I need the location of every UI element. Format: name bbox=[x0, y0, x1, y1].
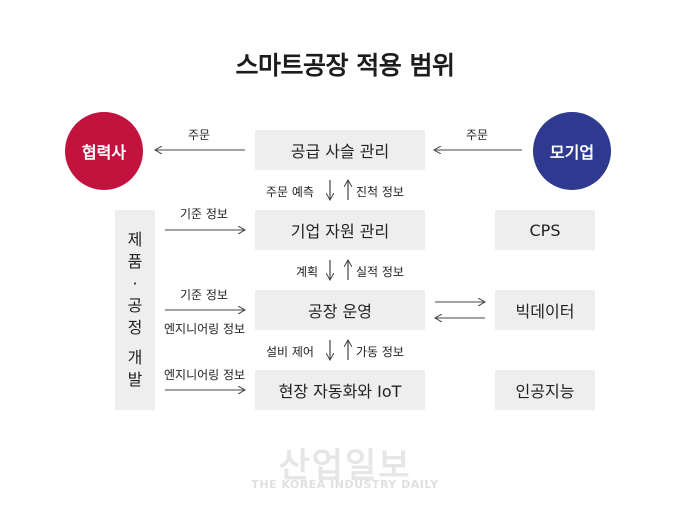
standard-info-label-1: 기준 정보 bbox=[180, 207, 228, 221]
erp-box: 기업 자원 관리 bbox=[255, 210, 425, 250]
product-dev-char: 개 bbox=[127, 348, 143, 367]
partner-node: 협력사 bbox=[65, 112, 143, 190]
ai-box: 인공지능 bbox=[495, 370, 595, 410]
diagram-title: 스마트공장 적용 범위 bbox=[235, 51, 455, 80]
progress-info-label: 진척 정보 bbox=[356, 185, 404, 199]
product-dev-box: 제 품 · 공 정 개 발 bbox=[115, 210, 155, 410]
order-label-right: 주문 bbox=[466, 128, 489, 142]
product-dev-char: · bbox=[132, 274, 138, 293]
order-label-left: 주문 bbox=[188, 128, 211, 142]
operation-info-label: 가동 정보 bbox=[356, 345, 404, 359]
parent-company-node: 모기업 bbox=[533, 112, 611, 190]
product-dev-char: 공 bbox=[127, 296, 143, 315]
product-dev-char: 제 bbox=[127, 230, 143, 249]
factory-ops-box: 공장 운영 bbox=[255, 290, 425, 330]
engineering-info-label-1: 엔지니어링 정보 bbox=[164, 322, 246, 336]
standard-info-label-2: 기준 정보 bbox=[180, 288, 228, 302]
demand-forecast-label: 주문 예측 bbox=[266, 185, 314, 199]
watermark-subtitle: THE KOREA INDUSTRY DAILY bbox=[251, 478, 439, 491]
product-dev-char: 품 bbox=[127, 252, 143, 271]
product-dev-char: 정 bbox=[127, 318, 143, 337]
engineering-info-label-2: 엔지니어링 정보 bbox=[164, 368, 246, 382]
plan-label: 계획 bbox=[296, 265, 319, 279]
big-data-box: 빅데이터 bbox=[495, 290, 595, 330]
equipment-control-label: 설비 제어 bbox=[266, 345, 314, 359]
watermark-logo: 산업일보 bbox=[278, 446, 412, 486]
cps-box: CPS bbox=[495, 210, 595, 250]
field-automation-box: 현장 자동화와 IoT bbox=[255, 370, 425, 410]
scm-box: 공급 사슬 관리 bbox=[255, 130, 425, 170]
performance-info-label: 실적 정보 bbox=[356, 265, 404, 279]
product-dev-char: 발 bbox=[127, 370, 143, 389]
